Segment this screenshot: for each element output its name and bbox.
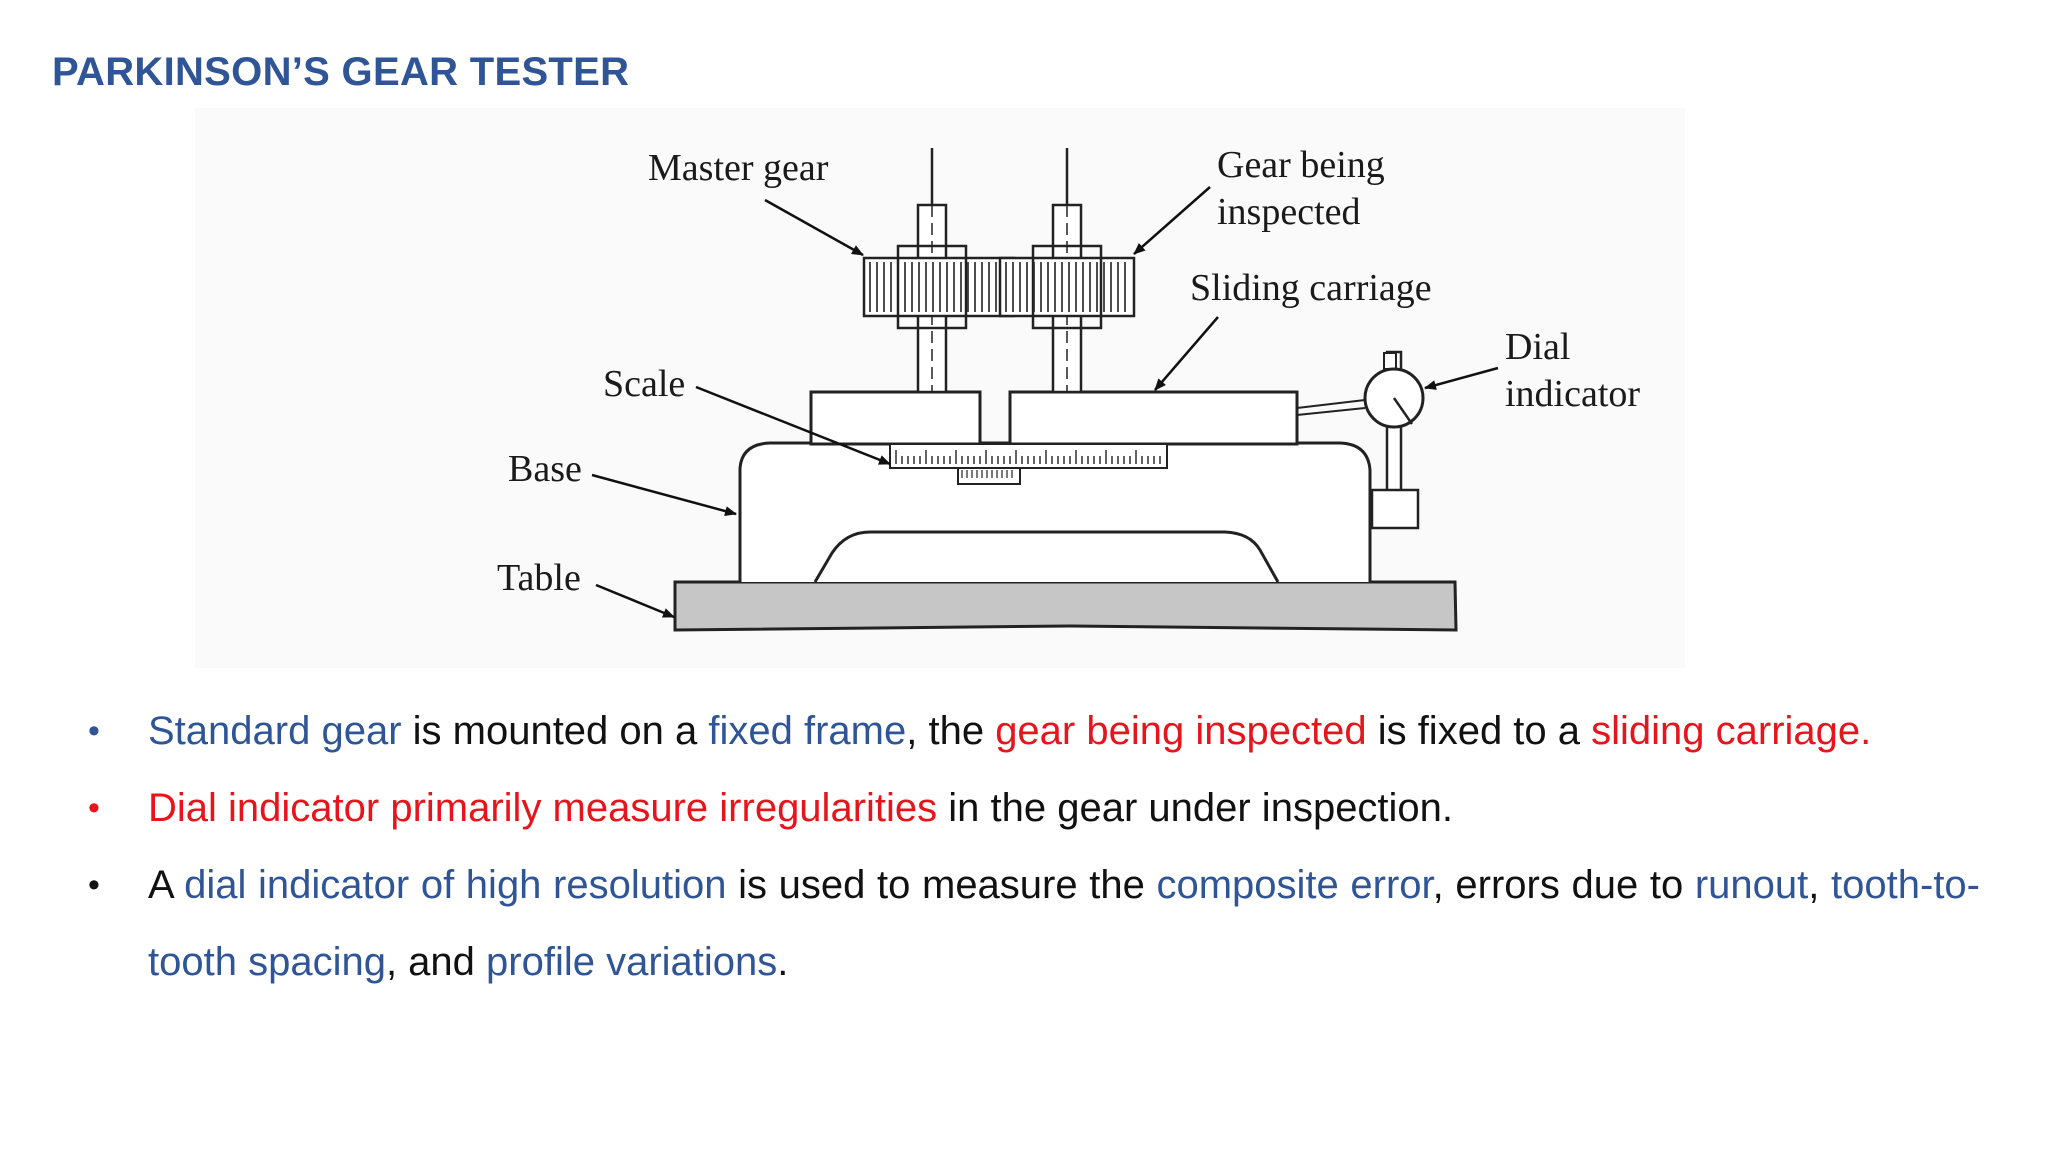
bullet-list: • Standard gear is mounted on a fixed fr… bbox=[80, 693, 1980, 1001]
fixed-frame-block bbox=[809, 390, 982, 446]
bullet-segment: , the bbox=[906, 709, 996, 753]
bullet-segment: in the gear under inspection. bbox=[937, 786, 1454, 830]
inspected-gear bbox=[998, 244, 1136, 330]
scale bbox=[889, 443, 1168, 485]
dial-indicator-arrow bbox=[1424, 366, 1499, 390]
label-inspected: inspected bbox=[1217, 191, 1361, 233]
label-scale: Scale bbox=[603, 363, 685, 405]
master-gear bbox=[862, 244, 1016, 330]
bullet-segment: is fixed to a bbox=[1366, 709, 1592, 753]
gear-tester-diagram: Master gear Gear being inspected Sliding… bbox=[195, 108, 1685, 668]
slide-title: PARKINSON’S GEAR TESTER bbox=[52, 50, 630, 94]
bullet-segment: is mounted on a bbox=[401, 709, 709, 753]
bullet-segment: sliding carriage. bbox=[1591, 709, 1872, 753]
bullet-segment: profile variations bbox=[486, 940, 778, 984]
label-table: Table bbox=[497, 557, 581, 599]
label-base: Base bbox=[508, 448, 582, 490]
bullet-segment: tooth-to-tooth spacing bbox=[148, 863, 1980, 984]
bullet-segment: runout bbox=[1694, 863, 1809, 907]
bullet-marker: • bbox=[88, 866, 100, 904]
bullet-segment: composite error bbox=[1156, 863, 1433, 907]
scale-arrow bbox=[695, 385, 891, 466]
bullet-segment: fixed frame bbox=[708, 709, 907, 753]
bullet-item: • Dial indicator primarily measure irreg… bbox=[80, 770, 1980, 847]
bullet-segment: Standard gear bbox=[148, 709, 402, 753]
table-plate bbox=[673, 580, 1458, 632]
base-arrow bbox=[591, 473, 737, 516]
bullet-segment: , bbox=[1808, 863, 1832, 907]
bullet-item: • A dial indicator of high resolution is… bbox=[80, 847, 1980, 1001]
label-dial: Dial bbox=[1505, 326, 1570, 368]
dial-indicator bbox=[1296, 350, 1425, 530]
sliding-carriage-arrow bbox=[1154, 316, 1219, 391]
label-indicator: indicator bbox=[1505, 373, 1640, 415]
label-master-gear: Master gear bbox=[648, 147, 829, 189]
bullet-segment: Dial indicator primarily measure irregul… bbox=[148, 786, 938, 830]
bullet-item: • Standard gear is mounted on a fixed fr… bbox=[80, 693, 1980, 770]
label-sliding-carriage: Sliding carriage bbox=[1190, 267, 1432, 309]
label-gear-being: Gear being bbox=[1217, 144, 1385, 186]
bullet-segment: dial indicator of high resolution bbox=[184, 863, 727, 907]
bullet-segment: . bbox=[777, 940, 789, 984]
bullet-segment: , and bbox=[385, 940, 487, 984]
bullet-segment: is used to measure the bbox=[726, 863, 1157, 907]
sliding-carriage-block bbox=[1008, 390, 1299, 446]
bullet-marker: • bbox=[88, 789, 100, 827]
bullet-segment: gear being inspected bbox=[995, 709, 1367, 753]
table-arrow bbox=[595, 583, 675, 619]
base-body bbox=[738, 441, 1372, 583]
master-gear-arrow bbox=[764, 198, 864, 257]
bullet-segment: , errors due to bbox=[1432, 863, 1695, 907]
gear-being-inspected-arrow bbox=[1133, 186, 1211, 255]
bullet-marker: • bbox=[88, 712, 100, 750]
bullet-segment: A bbox=[148, 863, 185, 907]
